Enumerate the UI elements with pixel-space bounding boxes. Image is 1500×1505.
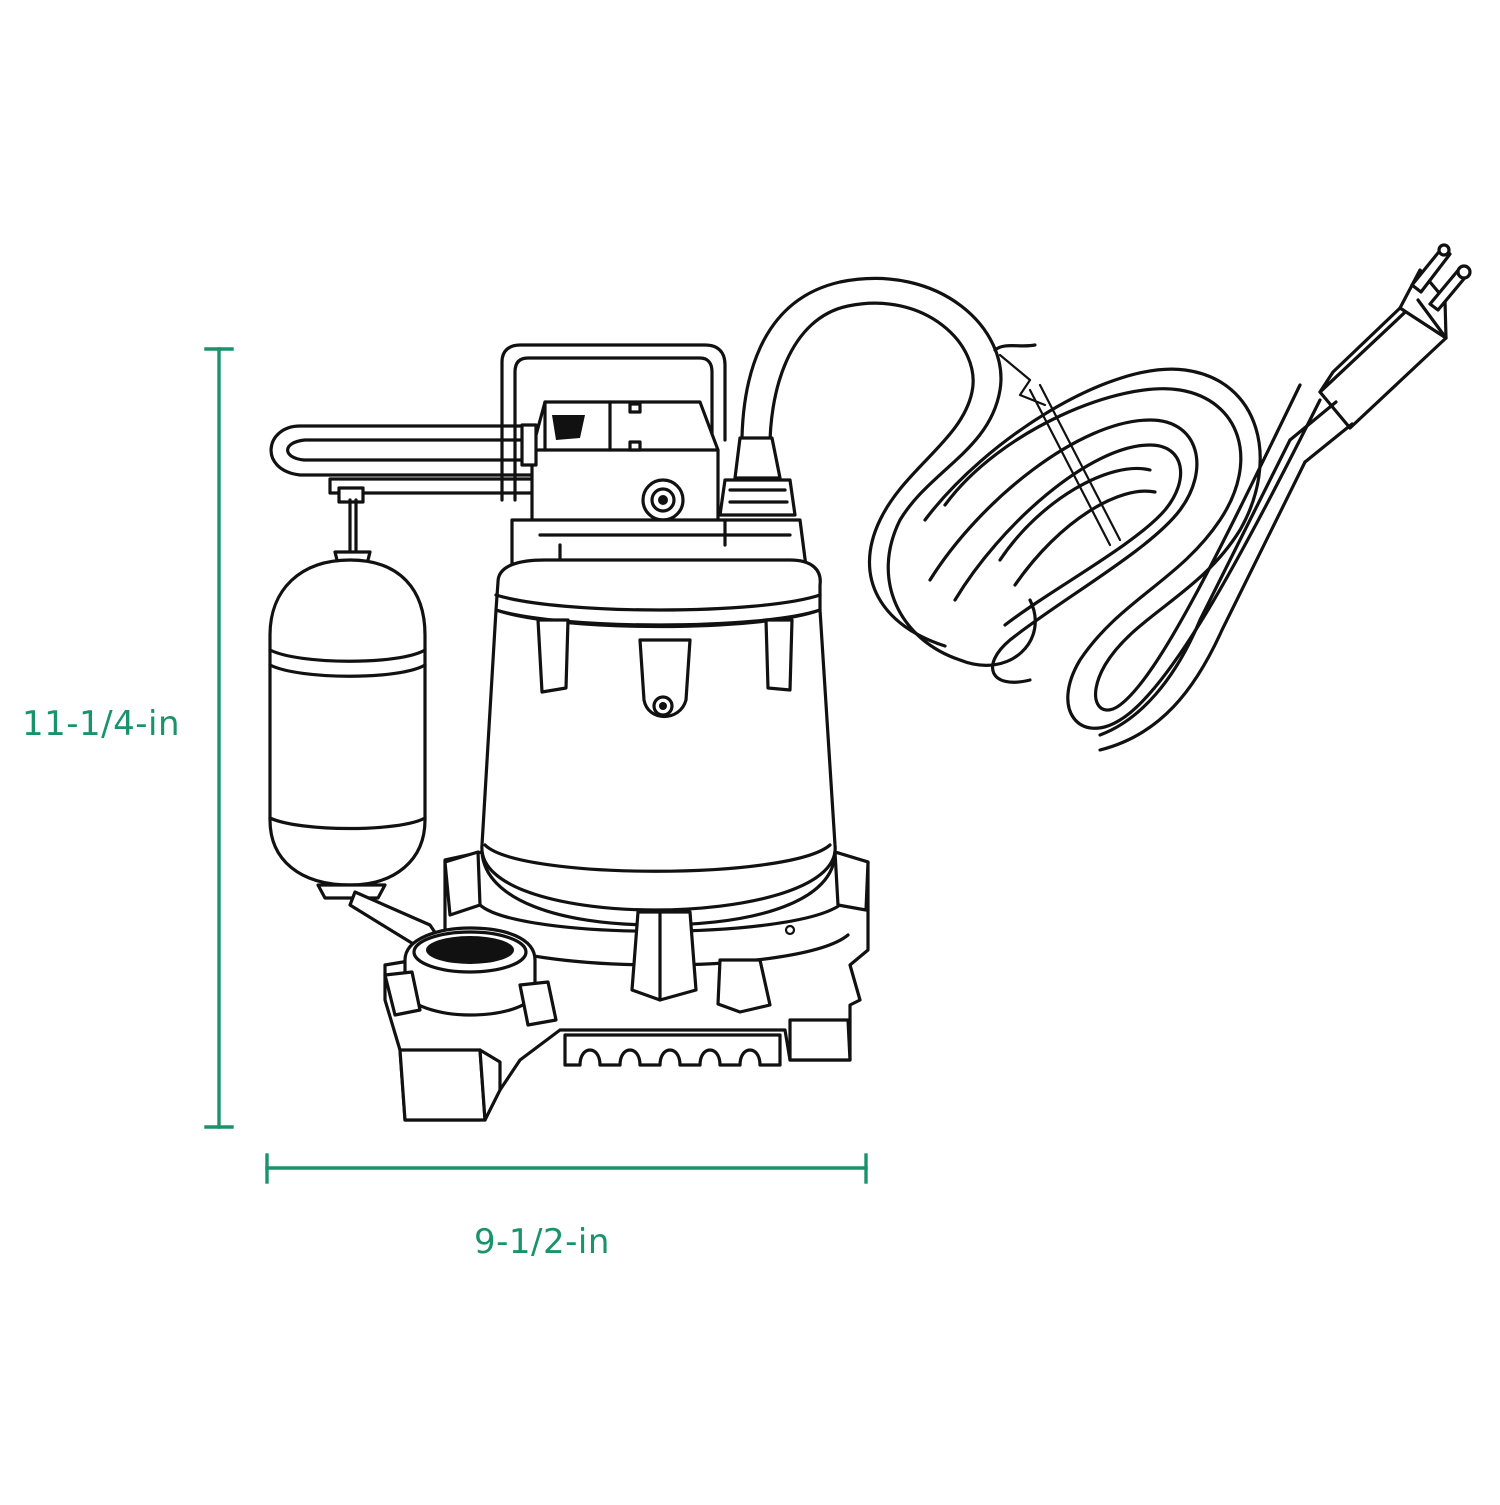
pump-base [383, 850, 870, 1122]
motor-body [480, 608, 837, 912]
cord-grommet [718, 436, 797, 517]
height-dimension-label: 11-1/4-in [22, 704, 181, 744]
switch-housing [520, 400, 720, 547]
width-dimension-line [265, 1153, 868, 1184]
motor-cap [494, 518, 822, 627]
height-dimension-line [204, 347, 234, 1129]
width-dimension-label: 9-1/2-in [474, 1222, 610, 1262]
carry-handle [500, 343, 727, 502]
power-cord [740, 243, 1472, 752]
